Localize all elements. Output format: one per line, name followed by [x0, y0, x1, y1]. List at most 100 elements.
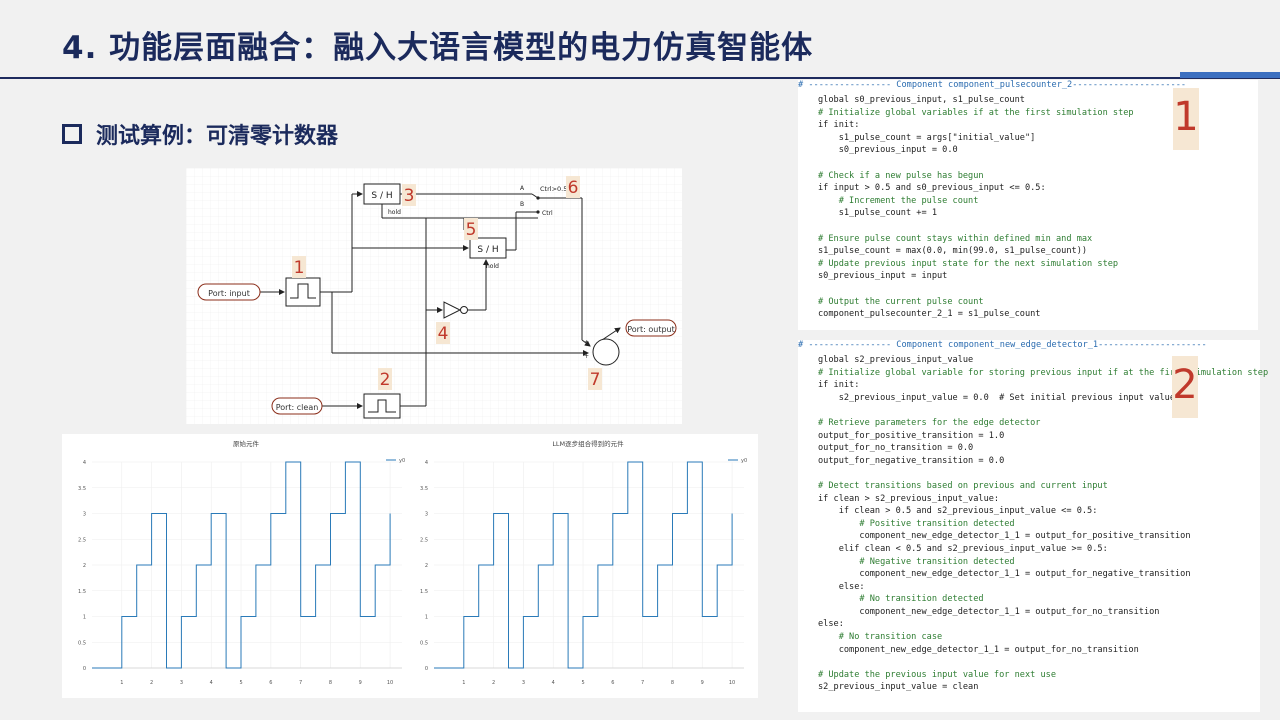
summation-block: + + [584, 338, 620, 366]
y-tick-label: 1 [83, 615, 86, 621]
x-tick-label: 7 [299, 680, 302, 686]
code-line: component_new_edge_detector_1_1 = output… [818, 531, 1191, 542]
code1-lines: global s0_previous_input, s1_pulse_count… [818, 94, 1134, 321]
grid-background [186, 168, 682, 424]
code-line: component_new_edge_detector_1_1 = output… [818, 569, 1191, 580]
code-line: # Update the previous input value for ne… [818, 669, 1056, 680]
code-line: if clean > s2_previous_input_value: [818, 493, 1000, 504]
code-line: # Detect transitions based on previous a… [818, 480, 1108, 491]
port-output-block: Port: output [625, 319, 677, 337]
circuit-diagram: Port: input Port: clean Port: output S /… [186, 168, 682, 424]
switch-b-label: B [520, 201, 524, 208]
code-line: # No transition detected [818, 594, 984, 605]
marker-3: 3 [404, 186, 415, 206]
y-tick-label: 3 [425, 512, 428, 518]
code-line: output_for_no_transition = 0.0 [818, 443, 974, 454]
y-tick-label: 4 [83, 460, 86, 466]
legend-label: y0 [399, 458, 405, 464]
code-line: component_new_edge_detector_1_1 = output… [818, 644, 1139, 655]
port-input-block: Port: input [197, 283, 261, 301]
code-line: s0_previous_input = 0.0 [818, 145, 958, 156]
x-tick-label: 6 [611, 680, 614, 686]
marker-6: 6 [568, 178, 579, 198]
marker-4: 4 [438, 324, 449, 344]
hold-top-label: hold [388, 209, 401, 216]
marker-1: 1 [294, 258, 305, 278]
simulation-plots: 原始元件 LLM逐步组合得到的元件 0 0.5 1 1.5 2 2.5 3 3.5 4 1 2 3 4 5… [62, 434, 758, 698]
y-tick-label: 2.5 [420, 537, 428, 543]
plot-original-title: 原始元件 [233, 439, 260, 448]
subsection-heading: 测试算例：可清零计数器 [62, 118, 338, 150]
y-tick-label: 1.5 [420, 589, 428, 595]
x-tick-label: 4 [210, 680, 213, 686]
code-line: elif clean < 0.5 and s2_previous_input_v… [818, 543, 1108, 554]
port-input-label: Port: input [208, 289, 250, 298]
plot-llm-title: LLM逐步组合得到的元件 [552, 439, 624, 448]
x-tick-label: 4 [552, 680, 555, 686]
code-line [818, 656, 1268, 669]
code-line [818, 467, 1268, 480]
plots-svg: 原始元件 LLM逐步组合得到的元件 0 0.5 1 1.5 2 2.5 3 3.5 4 1 2 3 4 5… [78, 439, 747, 686]
sample-hold-block-top: S / H hold [363, 183, 401, 216]
y-tick-label: 1.5 [78, 589, 86, 595]
code-panel-edge-detector: # ---------------- Component component_n… [798, 340, 1268, 712]
title-bar: 4. 功能层面融合：融入大语言模型的电力仿真智能体 [0, 0, 1280, 79]
x-tick-label: 9 [359, 680, 362, 686]
page-title: 4. 功能层面融合：融入大语言模型的电力仿真智能体 [62, 30, 814, 66]
x-tick-label: 5 [239, 680, 242, 686]
code-line [818, 157, 1134, 170]
code-line: component_new_edge_detector_1_1 = output… [818, 606, 1160, 617]
code2-separator: # ---------------- Component component_n… [798, 340, 1207, 350]
pulse-counter-block [285, 277, 321, 307]
code-line [818, 283, 1134, 296]
port-clean-block: Port: clean [271, 397, 323, 415]
code-line: # Output the current pulse count [818, 296, 984, 307]
y-tick-label: 1 [425, 615, 428, 621]
code-line [818, 404, 1268, 417]
code-line [818, 220, 1134, 233]
y-tick-label: 2.5 [78, 537, 86, 543]
x-tick-label: 6 [269, 680, 272, 686]
code-line: if input > 0.5 and s0_previous_input <= … [818, 183, 1046, 194]
y-tick-label: 0.5 [78, 640, 86, 646]
code1-separator: # ---------------- Component component_p… [798, 80, 1187, 90]
code-line: if clean > 0.5 and s2_previous_input_val… [818, 506, 1098, 517]
code-panel-pulsecounter: # ---------------- Component component_p… [798, 80, 1258, 330]
switch-a-label: A [520, 185, 525, 192]
code2-lines: global s2_previous_input_value# Initiali… [818, 354, 1268, 694]
code-line: # Ensure pulse count stays within define… [818, 233, 1093, 244]
y-tick-label: 0 [83, 666, 86, 672]
code-line: global s0_previous_input, s1_pulse_count [818, 95, 1025, 105]
x-tick-label: 1 [462, 680, 465, 686]
code-line: # Increment the pulse count [818, 195, 979, 206]
code-line: output_for_positive_transition = 1.0 [818, 430, 1005, 441]
sample-hold-block-mid: S / H hold [469, 237, 507, 270]
port-output-label: Port: output [627, 325, 674, 334]
y-tick-label: 2 [83, 563, 86, 569]
y-tick-label: 3 [83, 512, 86, 518]
y-tick-label: 0 [425, 666, 428, 672]
code-line: # Initialize global variables if at the … [818, 107, 1134, 118]
x-tick-label: 3 [180, 680, 183, 686]
port-clean-label: Port: clean [276, 403, 319, 412]
code-line: # Negative transition detected [818, 556, 1015, 567]
sh-top-label: S / H [371, 191, 392, 201]
inverter-block [443, 301, 468, 319]
legend-label: y0 [741, 458, 747, 464]
subsection-title: 测试算例：可清零计数器 [96, 124, 339, 149]
switch-ctrl-label: Ctrl [542, 210, 553, 217]
x-tick-label: 2 [150, 680, 153, 686]
x-tick-label: 10 [729, 680, 735, 686]
marker-2: 2 [380, 370, 391, 390]
code-line: # Update previous input state for the ne… [818, 258, 1119, 269]
sh-mid-label: S / H [477, 245, 498, 255]
hold-mid-label: hold [486, 263, 499, 270]
marker-5: 5 [466, 220, 477, 240]
y-tick-label: 0.5 [420, 640, 428, 646]
code-line: s2_previous_input_value = 0.0 # Set init… [818, 392, 1175, 403]
x-tick-label: 5 [581, 680, 584, 686]
x-tick-label: 3 [522, 680, 525, 686]
y-tick-label: 3.5 [78, 486, 86, 492]
